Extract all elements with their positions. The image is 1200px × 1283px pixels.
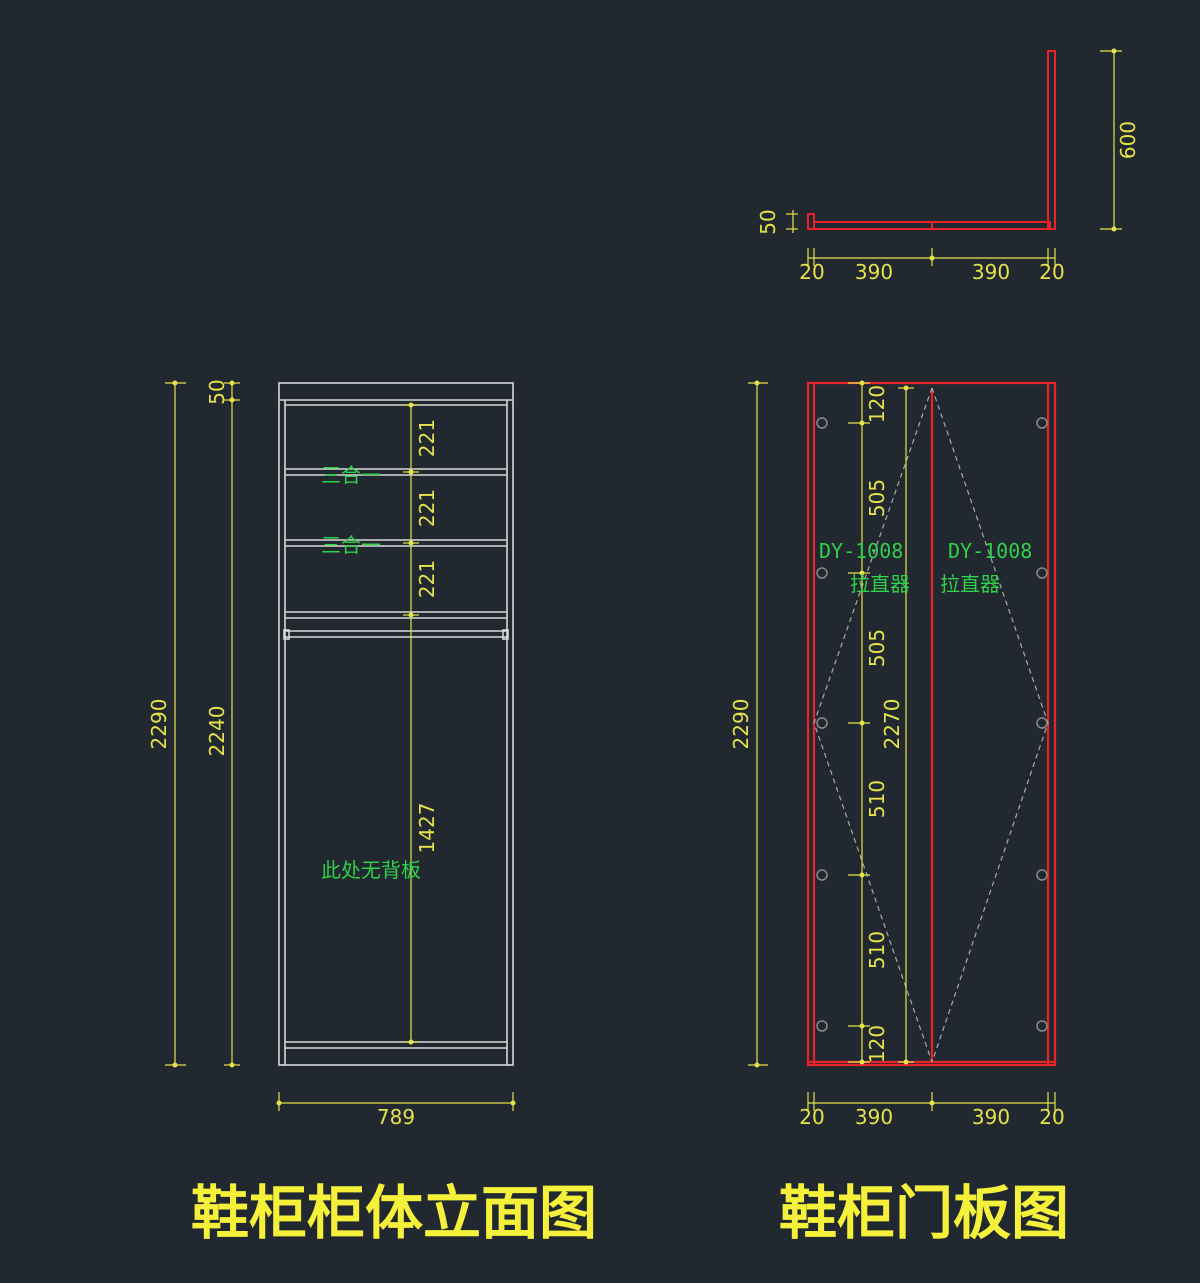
hinge-holes xyxy=(816,417,1048,1032)
door-dim-bottom-3: 390 xyxy=(972,1105,1010,1129)
door-dim-height: 2270 xyxy=(880,699,904,750)
plan-dimension-lines xyxy=(786,50,1122,266)
door-dim-hinge-6: 120 xyxy=(865,1025,889,1063)
door-outline xyxy=(806,381,1057,1067)
plan-dim-height: 600 xyxy=(1116,121,1140,159)
dim-width: 789 xyxy=(377,1105,415,1129)
door-dimension-ticks xyxy=(754,48,1117,1106)
plan-dim-bottom-3: 390 xyxy=(972,260,1010,284)
door-dim-hinge-3: 505 xyxy=(865,629,889,667)
dim-shelf-3: 221 xyxy=(415,560,439,598)
note-right-name: 拉直器 xyxy=(940,572,1000,596)
dim-shelf-1: 221 xyxy=(415,419,439,457)
door-dim-hinge-1: 120 xyxy=(865,385,889,423)
note-right-code: DY-1008 xyxy=(948,539,1032,563)
door-dim-hinge-4: 510 xyxy=(865,780,889,818)
carcass-dimension-lines xyxy=(165,382,514,1111)
dim-shelf-2: 221 xyxy=(415,489,439,527)
note-left-name: 拉直器 xyxy=(850,572,910,596)
plan-dim-bottom-1: 20 xyxy=(799,260,824,284)
note-connector-2: 三合一 xyxy=(321,533,381,557)
carcass-outline xyxy=(278,382,514,1066)
note-connector-1: 三合一 xyxy=(321,463,381,487)
dim-inner-height: 2240 xyxy=(205,706,229,757)
door-dim-hinge-2: 505 xyxy=(865,479,889,517)
door-dim-bottom-2: 390 xyxy=(855,1105,893,1129)
plan-view: 600 50 20 390 390 20 xyxy=(756,50,1140,284)
carcass-dimension-ticks xyxy=(172,380,516,1106)
plan-outline xyxy=(807,50,1056,230)
door-panel: 2290 2270 120 505 505 510 510 120 20 390… xyxy=(729,48,1117,1247)
note-no-backboard: 此处无背板 xyxy=(321,858,421,882)
note-left-code: DY-1008 xyxy=(819,539,903,563)
dim-hanging: 1427 xyxy=(415,803,439,854)
plan-dim-bottom-2: 390 xyxy=(855,260,893,284)
carcass-elevation: 2290 2240 50 221 221 221 1427 789 三合一 三合… xyxy=(147,379,597,1247)
door-dim-bottom-1: 20 xyxy=(799,1105,824,1129)
door-dim-hinge-5: 510 xyxy=(865,931,889,969)
door-swing-lines xyxy=(813,387,1049,1063)
plan-dim-bottom-4: 20 xyxy=(1039,260,1064,284)
door-title: 鞋柜门板图 xyxy=(779,1179,1069,1247)
dim-overall-height: 2290 xyxy=(147,699,171,750)
carcass-title: 鞋柜柜体立面图 xyxy=(191,1179,597,1247)
dim-top-panel: 50 xyxy=(205,379,229,404)
door-dim-overall-height: 2290 xyxy=(729,699,753,750)
door-dim-bottom-4: 20 xyxy=(1039,1105,1064,1129)
plan-dim-thickness: 50 xyxy=(756,209,780,234)
